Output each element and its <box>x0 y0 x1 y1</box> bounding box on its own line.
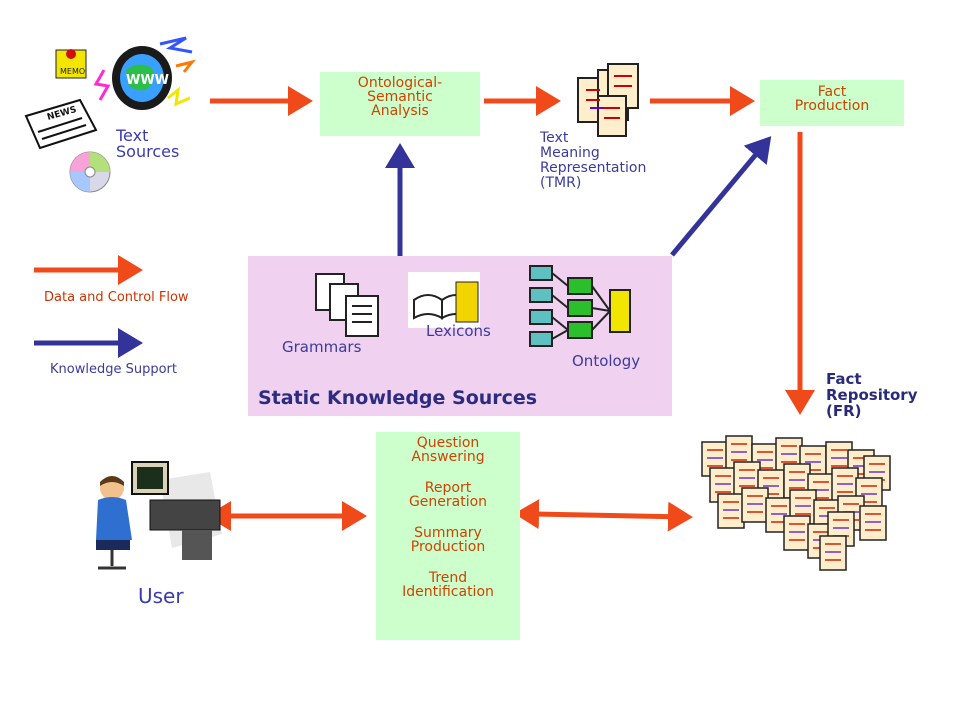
fact-repository-line1: Fact <box>826 370 862 388</box>
osa-line1: Ontological- <box>357 75 443 91</box>
user-at-computer-icon <box>96 461 222 570</box>
cd-icon <box>69 151 111 193</box>
repository-document-icon <box>783 515 811 551</box>
memo-icon: MEMO <box>55 49 87 79</box>
legend-knowledge-support-label: Knowledge Support <box>50 362 177 377</box>
tmr-line1: Text <box>540 130 569 146</box>
text-sources-label: Text Sources <box>116 128 179 160</box>
fact-repository-line3: (FR) <box>826 402 862 420</box>
ontological-semantic-analysis-box: Ontological- Semantic Analysis <box>320 72 480 136</box>
tmr-line4: (TMR) <box>540 175 582 191</box>
text-sources-line1: Text <box>116 126 149 145</box>
osa-line2: Semantic <box>367 89 433 105</box>
arrow-knowledge-to-fact-production <box>670 136 772 257</box>
repository-document-icon <box>859 505 887 541</box>
fact-production-box: Fact Production <box>760 80 904 126</box>
app-report-line1: Report <box>424 480 472 496</box>
applications-box: Question Answering Report Generation Sum… <box>376 432 520 640</box>
tmr-document-icon <box>577 63 639 137</box>
legend-data-flow-label: Data and Control Flow <box>44 290 189 305</box>
text-sources-line2: Sources <box>116 142 180 161</box>
app-question-line1: Question <box>416 435 480 451</box>
ontology-icon <box>529 265 631 347</box>
svg-text:WWW: WWW <box>126 73 169 88</box>
app-question-line2: Answering <box>411 449 485 465</box>
globe-icon: WWW <box>93 36 196 110</box>
app-report-line2: Generation <box>408 494 488 510</box>
app-summary-line2: Production <box>410 539 486 555</box>
newspaper-icon: NEWS <box>24 98 98 150</box>
fact-repository-line2: Repository <box>826 386 918 404</box>
fact-repository-documents <box>701 435 891 571</box>
tmr-line2: Meaning <box>540 145 600 161</box>
fact-production-line2: Production <box>794 98 870 114</box>
ontology-label: Ontology <box>572 352 641 370</box>
lexicons-icon <box>408 272 480 328</box>
fact-repository-label: Fact Repository (FR) <box>826 371 918 419</box>
app-summary-line1: Summary <box>414 525 482 541</box>
grammars-icon <box>315 273 379 337</box>
grammars-label: Grammars <box>282 338 362 356</box>
repository-document-icon <box>819 535 847 571</box>
user-label: User <box>138 584 184 608</box>
arrow-applications-repository <box>514 499 693 532</box>
app-trend-line1: Trend <box>428 570 468 586</box>
tmr-line3: Representation <box>540 160 647 176</box>
tmr-label: Text Meaning Representation (TMR) <box>540 131 646 191</box>
app-trend-line2: Identification <box>402 584 494 600</box>
static-knowledge-sources-title: Static Knowledge Sources <box>258 387 538 409</box>
lexicons-label: Lexicons <box>426 322 491 340</box>
fact-production-line1: Fact <box>817 84 847 100</box>
svg-text:MEMO: MEMO <box>60 67 85 76</box>
osa-line3: Analysis <box>371 103 429 119</box>
